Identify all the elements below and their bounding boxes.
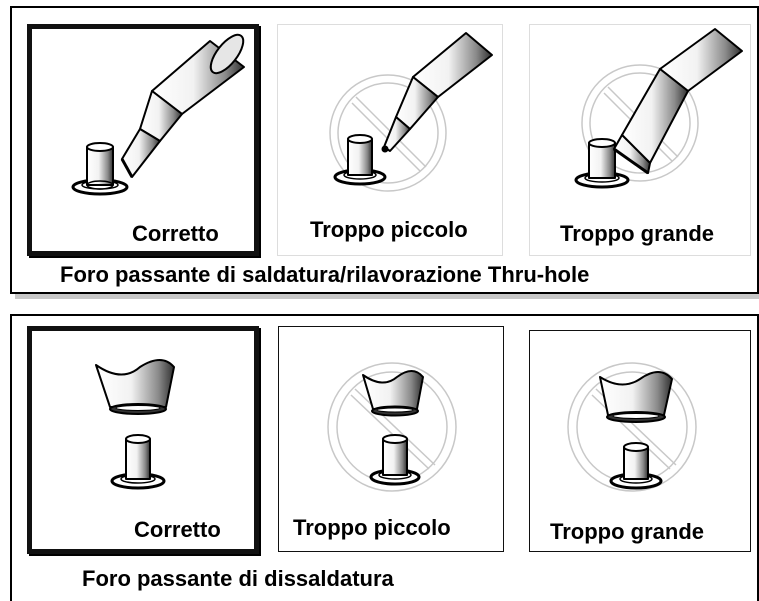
prohibition-icon <box>329 74 447 192</box>
panel-too-small-desoldering: Troppo piccolo <box>278 326 504 552</box>
panel-too-large-soldering: Troppo grande <box>529 24 751 256</box>
desoldering-section: Corretto Troppo piccolo <box>10 314 759 601</box>
desoldering-caption: Foro passante di dissaldatura <box>82 566 394 591</box>
panel-too-large-desoldering: Troppo grande <box>529 330 751 552</box>
panel-correct-desoldering: Corretto <box>27 326 259 554</box>
label-too-large: Troppo grande <box>550 519 704 544</box>
desoldering-nozzle-correct-icon <box>95 359 175 490</box>
soldering-section: Corretto Troppo piccolo <box>10 6 759 294</box>
desoldering-nozzle-too-small-icon <box>327 362 457 492</box>
soldering-caption: Foro passante di saldatura/rilavorazione… <box>60 262 590 287</box>
conical-tip-too-small-icon <box>329 32 493 192</box>
label-too-small: Troppo piccolo <box>310 217 468 242</box>
label-too-small: Troppo piccolo <box>293 515 451 540</box>
panel-too-small-soldering: Troppo piccolo <box>277 24 503 256</box>
panel-correct-soldering: Corretto <box>27 24 259 256</box>
chisel-tip-too-large-icon <box>574 28 743 189</box>
label-correct: Corretto <box>132 221 219 246</box>
chisel-tip-correct-icon <box>71 33 245 196</box>
label-correct: Corretto <box>134 517 221 542</box>
label-too-large: Troppo grande <box>560 221 714 246</box>
desoldering-nozzle-too-large-icon <box>567 362 697 492</box>
